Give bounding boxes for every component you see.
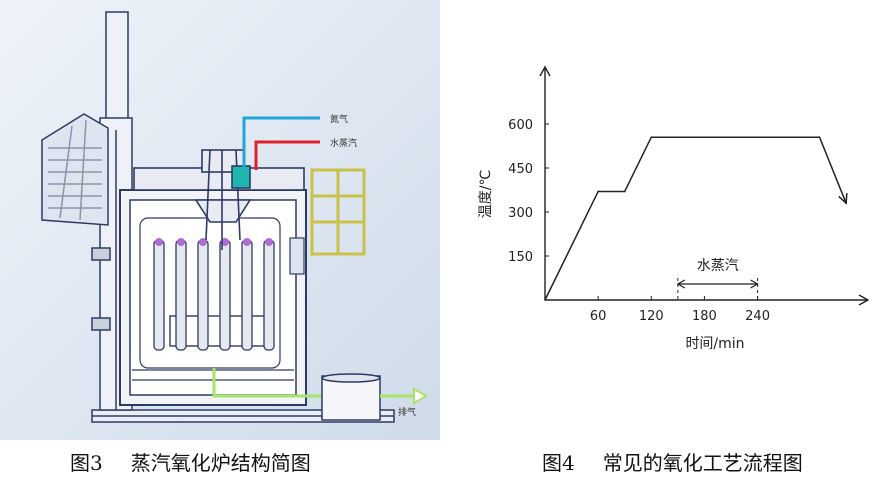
top-manifold xyxy=(133,149,305,250)
figure4-caption-text: 常见的氧化工艺流程图 xyxy=(602,451,803,475)
series-point xyxy=(650,136,653,138)
nitrogen-line xyxy=(242,116,320,170)
series-end-arrow xyxy=(838,193,848,205)
nitrogen-label: 氮气 xyxy=(330,113,348,125)
heater-tubes xyxy=(153,238,275,351)
x-tick-label: 60 xyxy=(590,309,607,324)
chart-ticks: 60 120 180 240 150 300 450 600 xyxy=(508,118,770,324)
annotation-label: 水蒸汽 xyxy=(697,258,739,274)
y-tick-label: 450 xyxy=(508,162,533,177)
x-axis-arrow xyxy=(858,294,870,306)
furnace-door xyxy=(41,113,109,226)
series-point xyxy=(544,299,546,301)
series-point xyxy=(818,136,821,138)
y-tick-label: 300 xyxy=(508,206,533,221)
series-point xyxy=(597,190,599,193)
x-tick-label: 180 xyxy=(692,309,717,324)
chart-y-axis-label: 温度/℃ xyxy=(478,170,494,218)
x-tick-label: 240 xyxy=(745,309,770,324)
figure4-caption-number: 图4 xyxy=(542,451,575,475)
figure3-caption-number: 图3 xyxy=(70,451,103,475)
chart-x-axis-label: 时间/min xyxy=(685,336,744,352)
x-tick-label: 120 xyxy=(639,309,664,324)
water-vapor-line xyxy=(254,140,320,170)
furnace-diagram: 氮气 水蒸汽 排气 xyxy=(41,11,428,423)
y-axis-arrow xyxy=(539,65,551,77)
furnace-diagram-panel: 氮气 水蒸汽 排气 xyxy=(0,0,440,440)
rack-frame xyxy=(310,168,366,256)
exhaust-arrow xyxy=(413,387,428,405)
series-line xyxy=(544,136,847,301)
y-tick-label: 150 xyxy=(508,250,533,265)
figure3-caption: 图3 蒸汽氧化炉结构简图 xyxy=(70,447,311,476)
y-tick-label: 600 xyxy=(508,118,533,133)
figure4-caption: 图4 常见的氧化工艺流程图 xyxy=(542,447,803,476)
series-point xyxy=(623,190,626,193)
exhaust-tank xyxy=(321,373,381,421)
chart-annotation: 水蒸汽 xyxy=(676,258,759,300)
oxidation-process-chart: 60 120 180 240 150 300 450 600 水蒸汽 时间/min 温度/℃ xyxy=(478,65,870,352)
figure3-caption-text: 蒸汽氧化炉结构简图 xyxy=(130,451,311,475)
chart-series xyxy=(544,136,848,301)
water-vapor-label: 水蒸汽 xyxy=(330,137,357,149)
exhaust-label: 排气 xyxy=(398,406,416,418)
chart-axes xyxy=(539,65,870,306)
